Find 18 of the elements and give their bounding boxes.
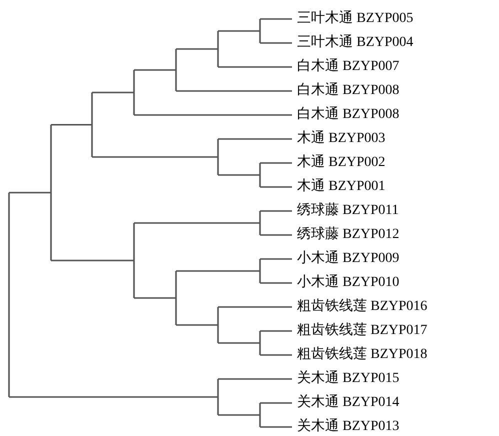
taxon-label: 白木通 BZYP008 bbox=[297, 107, 400, 123]
taxon-label: 绣球藤 BZYP012 bbox=[297, 227, 400, 243]
taxon-label: 三叶木通 BZYP005 bbox=[297, 11, 414, 27]
taxon-label: 关木通 BZYP013 bbox=[297, 419, 400, 435]
taxon-label: 绣球藤 BZYP011 bbox=[297, 203, 399, 219]
taxon-label: 关木通 BZYP014 bbox=[297, 395, 400, 411]
taxon-label: 木通 BZYP003 bbox=[297, 131, 386, 147]
taxon-label: 木通 BZYP001 bbox=[297, 179, 386, 195]
taxon-label: 小木通 BZYP010 bbox=[297, 275, 400, 291]
taxon-label: 小木通 BZYP009 bbox=[297, 251, 400, 267]
taxon-label: 白木通 BZYP008 bbox=[297, 83, 400, 99]
taxon-label: 白木通 BZYP007 bbox=[297, 59, 400, 75]
taxon-label: 木通 BZYP002 bbox=[297, 155, 386, 171]
taxon-label: 三叶木通 BZYP004 bbox=[297, 35, 414, 51]
taxon-label: 粗齿铁线莲 BZYP017 bbox=[297, 323, 428, 339]
taxon-label: 关木通 BZYP015 bbox=[297, 371, 400, 387]
taxon-label: 粗齿铁线莲 BZYP018 bbox=[297, 347, 428, 363]
taxon-label: 粗齿铁线莲 BZYP016 bbox=[297, 299, 428, 315]
